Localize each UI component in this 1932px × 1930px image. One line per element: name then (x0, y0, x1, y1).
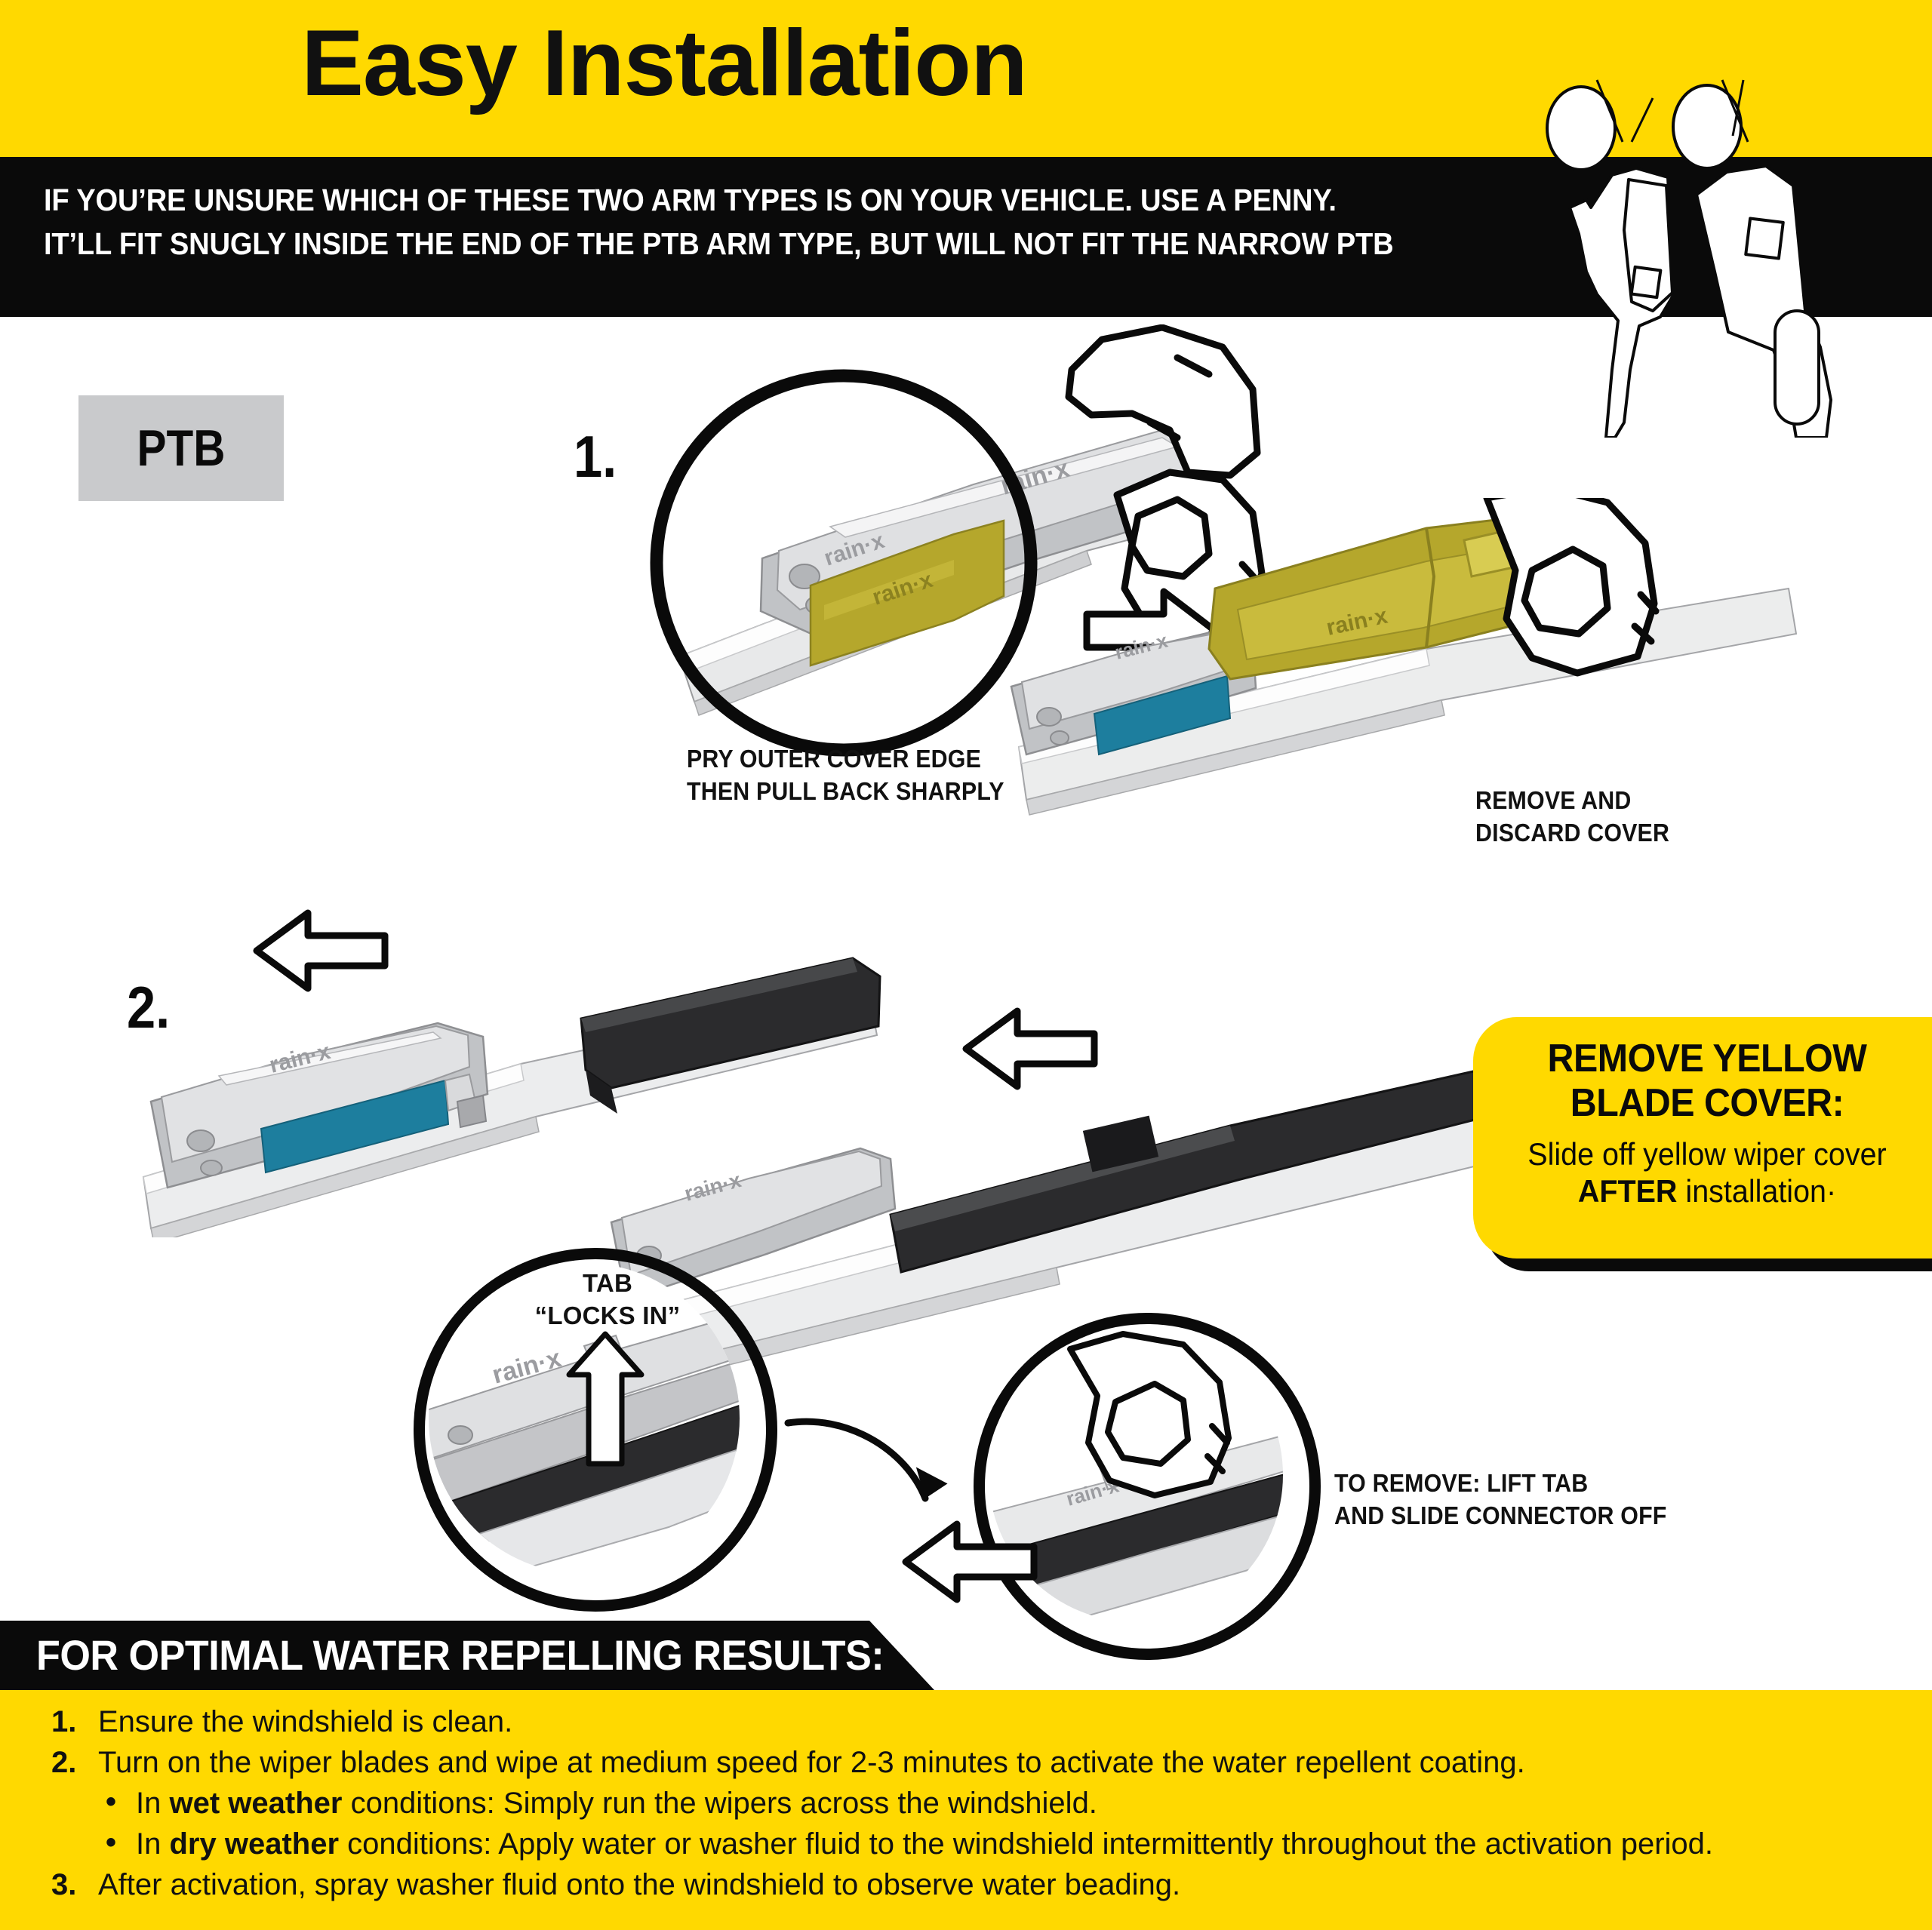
list-item-number: 1. (51, 1705, 77, 1738)
callout-body-line-2: AFTER installation· (1520, 1172, 1894, 1210)
list-item-number: 2. (51, 1746, 77, 1779)
header-subtitle-line-2: IT’LL FIT SNUGLY INSIDE THE END OF THE P… (44, 226, 1394, 262)
yellow-cover-on-blade (809, 519, 1005, 667)
list-item-text: Turn on the wiper blades and wipe at med… (98, 1746, 1525, 1779)
remove-connector-detail: rain·x (989, 1328, 1283, 1622)
caption-remove-discard: REMOVE AND DISCARD COVER (1475, 785, 1669, 850)
arrow-left-step2-b (962, 1007, 1098, 1090)
caption-tab-line-1: TAB (583, 1269, 632, 1297)
bullet-icon: • (106, 1826, 117, 1859)
callout-heading: REMOVE YELLOW BLADE COVER: (1521, 1037, 1892, 1126)
penny-right (1672, 84, 1743, 170)
arm-types-illustration (1546, 79, 1832, 438)
callout-body-tail: installation· (1677, 1173, 1837, 1209)
step-2-number: 2. (127, 974, 171, 1040)
caption-tab-locks-in: TAB “LOCKS IN” (494, 1268, 721, 1332)
results-list: 1. Ensure the windshield is clean. 2. Tu… (0, 1707, 1932, 1910)
results-list-background (0, 1690, 1932, 1930)
up-arrow-tab (566, 1331, 645, 1467)
caption-remove-line-1: TO REMOVE: LIFT TAB (1334, 1469, 1589, 1497)
sub-item-tail: conditions: Simply run the wipers across… (342, 1787, 1097, 1820)
curved-arrow-to-remove (784, 1418, 948, 1502)
caption-pry-line-2: THEN PULL BACK SHARPLY (687, 776, 1004, 805)
teal-insert (1093, 675, 1232, 756)
list-item: • In dry weather conditions: Apply water… (0, 1826, 1932, 1861)
ptb-arm-type-badge: PTB (78, 395, 284, 501)
sub-item-bold: wet weather (169, 1787, 343, 1820)
caption-discard-line-2: DISCARD COVER (1475, 818, 1670, 847)
list-item: • In wet weather conditions: Simply run … (0, 1785, 1932, 1820)
caption-remove-line-2: AND SLIDE CONNECTOR OFF (1334, 1501, 1667, 1529)
callout-heading-line-1: REMOVE YELLOW (1547, 1037, 1867, 1080)
caption-pry-cover: PRY OUTER COVER EDGE THEN PULL BACK SHAR… (687, 743, 1004, 808)
step-2-left-illustration: rain·x (142, 957, 881, 1237)
page-title: Easy Installation (301, 11, 1028, 115)
list-item: 1. Ensure the windshield is clean. (0, 1707, 1932, 1737)
step-1b-illustration: rain·x rain·x (1010, 498, 1798, 816)
black-blade-cap-detached (580, 957, 881, 1114)
sub-item-tail: conditions: Apply water or washer fluid … (339, 1827, 1714, 1861)
caption-pry-line-1: PRY OUTER COVER EDGE (687, 745, 982, 773)
penny-left (1546, 85, 1617, 171)
hand-upper (1065, 324, 1261, 479)
results-banner-title: FOR OPTIMAL WATER REPELLING RESULTS: (36, 1631, 884, 1679)
sub-item-lead: In (136, 1827, 170, 1861)
ptb-badge-label: PTB (137, 419, 226, 477)
caption-tab-line-2: “LOCKS IN” (534, 1301, 681, 1329)
callout-heading-line-2: BLADE COVER: (1570, 1081, 1844, 1126)
caption-discard-line-1: REMOVE AND (1475, 786, 1632, 814)
list-item-text: Ensure the windshield is clean. (98, 1705, 513, 1738)
list-item: 3. After activation, spray washer fluid … (0, 1870, 1932, 1900)
list-item: 2. Turn on the wiper blades and wipe at … (0, 1747, 1932, 1778)
callout-body: Slide off yellow wiper cover AFTER insta… (1520, 1136, 1894, 1210)
teal-insert-step2 (260, 1079, 450, 1174)
results-banner-background (0, 1621, 934, 1690)
caption-to-remove: TO REMOVE: LIFT TAB AND SLIDE CONNECTOR … (1334, 1467, 1667, 1532)
sub-item-lead: In (136, 1787, 170, 1820)
list-item-text: After activation, spray washer fluid ont… (98, 1868, 1181, 1901)
header-subtitle-line-1: IF YOU’RE UNSURE WHICH OF THESE TWO ARM … (44, 183, 1337, 217)
step-1-number: 1. (574, 423, 617, 490)
remove-yellow-blade-cover-callout: REMOVE YELLOW BLADE COVER: Slide off yel… (1473, 1017, 1932, 1258)
sub-item-bold: dry weather (169, 1827, 340, 1861)
arrow-left-remove (902, 1520, 1038, 1603)
list-item-number: 3. (51, 1868, 77, 1901)
tab-locks-in-detail: rain·x (429, 1263, 740, 1574)
magnifier-circle-step1 (650, 369, 1038, 757)
callout-body-emphasis: AFTER (1577, 1173, 1678, 1209)
callout-body-line-1: Slide off yellow wiper cover (1527, 1136, 1887, 1172)
bullet-icon: • (106, 1785, 117, 1818)
header-subtitle: IF YOU’RE UNSURE WHICH OF THESE TWO ARM … (44, 178, 1441, 266)
arrow-left-step2-a (253, 909, 389, 992)
